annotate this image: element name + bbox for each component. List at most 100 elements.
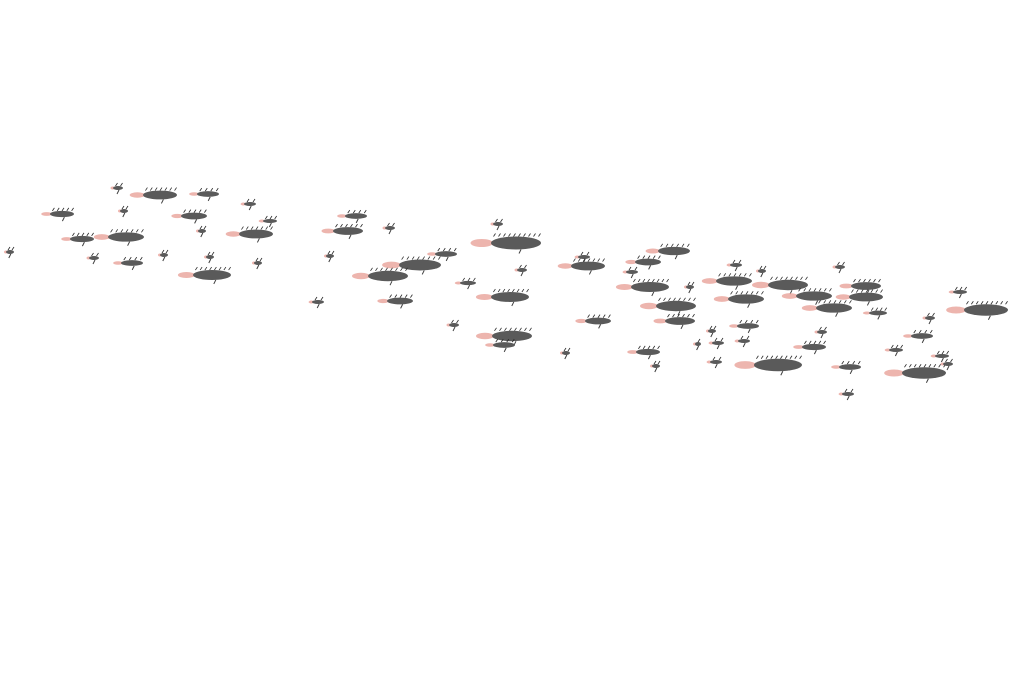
streak-bristle bbox=[204, 209, 207, 213]
streak-body bbox=[193, 270, 231, 280]
streak-bristle bbox=[860, 289, 864, 293]
streak-bristle bbox=[241, 226, 244, 230]
streak-particle bbox=[781, 288, 832, 305]
streak-body bbox=[399, 259, 441, 271]
streak-bristle bbox=[125, 229, 129, 233]
streak-trail bbox=[793, 345, 804, 349]
streak-bristle bbox=[214, 266, 217, 271]
streak-tip bbox=[651, 291, 655, 297]
streak-bristle bbox=[467, 277, 471, 282]
streak-bristle bbox=[692, 313, 695, 318]
streak-bristle bbox=[858, 278, 861, 283]
streak-bristle bbox=[438, 256, 441, 260]
streak-particle bbox=[729, 319, 759, 334]
streak-tip bbox=[588, 270, 592, 275]
streak-tip bbox=[131, 265, 135, 271]
streak-bristle bbox=[652, 278, 655, 283]
streak-bristle bbox=[130, 229, 134, 233]
streak-particle bbox=[575, 314, 611, 329]
streak-bristle bbox=[849, 300, 852, 304]
streak-particle bbox=[948, 286, 967, 299]
streak-bristle bbox=[115, 229, 119, 233]
streak-tip bbox=[162, 256, 166, 262]
streak-bristle bbox=[804, 340, 807, 345]
streak-bristle bbox=[411, 256, 415, 260]
streak-particle bbox=[258, 215, 277, 228]
streak-bristle bbox=[823, 340, 826, 345]
streak-particle bbox=[653, 313, 695, 330]
streak-particle bbox=[129, 187, 177, 204]
streak-bristle bbox=[448, 247, 452, 252]
streak-bristle bbox=[210, 187, 214, 192]
streak-body bbox=[665, 317, 695, 325]
streak-bristle bbox=[714, 337, 718, 342]
streak-bristle bbox=[495, 218, 498, 223]
streak-tip bbox=[940, 357, 944, 363]
streak-bristle bbox=[504, 327, 507, 332]
streak-bristle bbox=[745, 291, 749, 295]
streak-tip bbox=[946, 365, 950, 371]
streak-bristle bbox=[837, 261, 840, 266]
streak-bristle bbox=[347, 209, 351, 214]
streak-bristle bbox=[203, 225, 207, 230]
streak-bristle bbox=[671, 243, 674, 248]
streak-particle bbox=[884, 344, 903, 357]
streak-trail bbox=[61, 237, 72, 241]
streak-particle bbox=[324, 250, 335, 263]
streak-bristle bbox=[587, 258, 591, 262]
streak-particle bbox=[225, 226, 273, 243]
streak-bristle bbox=[274, 215, 277, 220]
streak-trail bbox=[258, 219, 265, 223]
streak-tip bbox=[630, 273, 634, 279]
streak-particle bbox=[454, 277, 476, 290]
streak-bristle bbox=[955, 286, 958, 291]
streak-trail bbox=[930, 354, 937, 358]
streak-tip bbox=[92, 259, 96, 265]
streak-bristle bbox=[691, 281, 695, 286]
streak-body bbox=[754, 358, 802, 372]
streak-bristle bbox=[193, 209, 197, 213]
streak-bristle bbox=[245, 226, 249, 230]
streak-particle bbox=[446, 319, 459, 332]
streak-body bbox=[656, 300, 696, 312]
streak-bristle bbox=[824, 326, 827, 331]
streak-bristle bbox=[188, 209, 192, 213]
streak-particle bbox=[734, 335, 750, 348]
streak-bristle bbox=[387, 222, 390, 227]
streak-bristle bbox=[260, 226, 264, 230]
streak-bristle bbox=[780, 276, 783, 281]
streak-body bbox=[254, 261, 262, 265]
streak-bristle bbox=[432, 256, 436, 260]
streak-tip bbox=[400, 304, 404, 309]
streak-bristle bbox=[115, 182, 118, 187]
streak-body bbox=[562, 351, 570, 355]
streak-bristle bbox=[828, 300, 832, 304]
streak-tip bbox=[747, 328, 751, 334]
streak-bristle bbox=[634, 266, 638, 271]
streak-bristle bbox=[209, 266, 212, 271]
streak-bristle bbox=[392, 222, 395, 227]
streak-particle bbox=[557, 258, 605, 275]
streak-tip bbox=[316, 303, 320, 309]
streak-bristle bbox=[507, 288, 510, 293]
streak-trail bbox=[377, 298, 389, 304]
streak-bristle bbox=[199, 187, 203, 192]
streak-tip bbox=[820, 333, 824, 339]
streak-bristle bbox=[923, 364, 927, 368]
streak-bristle bbox=[427, 256, 431, 260]
streak-bristle bbox=[975, 301, 979, 305]
streak-bristle bbox=[941, 350, 945, 355]
streak-bristle bbox=[533, 233, 536, 237]
streak-bristle bbox=[509, 327, 512, 332]
streak-bristle bbox=[728, 273, 732, 277]
streak-bristle bbox=[657, 360, 661, 365]
streak-body bbox=[710, 360, 722, 364]
streak-bristle bbox=[964, 286, 967, 291]
streak-bristle bbox=[720, 337, 724, 342]
streak-tip bbox=[248, 205, 252, 211]
streak-bristle bbox=[950, 358, 953, 363]
streak-body bbox=[652, 364, 660, 368]
streak-bristle bbox=[442, 247, 446, 252]
streak-bristle bbox=[169, 187, 173, 191]
